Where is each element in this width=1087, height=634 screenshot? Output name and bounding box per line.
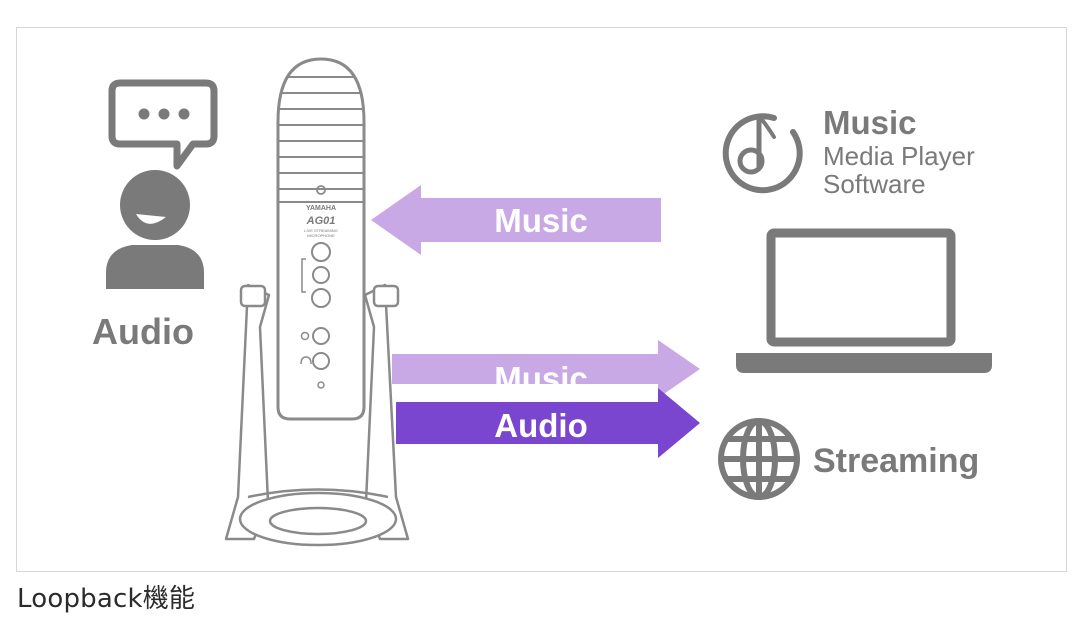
arrow-audio-to-streaming: [396, 388, 700, 458]
person-audio-label: Audio: [92, 311, 194, 352]
mic-headphone-knob[interactable]: [312, 352, 330, 370]
person-icon: [106, 170, 204, 289]
globe-icon: [718, 418, 800, 500]
microphone-icon: YAMAHA AG01 LIVE STREAMING MICROPHONE: [276, 57, 366, 421]
loopback-diagram: Audio YAMAHA AG01 LIVE STREAMING MICROPH…: [92, 57, 992, 547]
mic-brand-label: YAMAHA: [306, 205, 336, 212]
mic-subtitle-2: MICROPHONE: [307, 233, 335, 238]
arrow-music-to-pc: [392, 340, 700, 398]
mic-subtitle-1: LIVE STREAMING: [304, 228, 338, 233]
mic-jack-icon: [317, 381, 325, 389]
figure-caption: Loopback機能: [17, 584, 196, 614]
headphone-small-icon: [300, 356, 312, 365]
music-media-player-label: Media Player: [823, 141, 975, 171]
mic-stand: [224, 283, 410, 547]
mic-effect-knob[interactable]: [311, 288, 331, 308]
laptop-icon: [736, 228, 992, 373]
mic-gain-knob[interactable]: [311, 242, 331, 262]
music-note-icon: [722, 113, 803, 194]
diagram-frame: [16, 27, 1067, 572]
mic-model-label: AG01: [306, 215, 336, 227]
arrow-bottom-audio-label: Audio: [494, 407, 587, 444]
mic-level-knob[interactable]: [312, 266, 330, 284]
arrow-music-to-mic: [371, 185, 661, 255]
arrow-middle-music-label: Music: [494, 360, 588, 397]
music-software-label: Software: [823, 169, 926, 199]
speech-bubble-icon: [108, 79, 218, 170]
arrow-top-music-label: Music: [494, 202, 588, 239]
music-title-label: Music: [823, 104, 917, 141]
mic-monitor-knob[interactable]: [312, 327, 330, 345]
streaming-label: Streaming: [813, 442, 979, 480]
mic-small-icon: [300, 331, 310, 341]
